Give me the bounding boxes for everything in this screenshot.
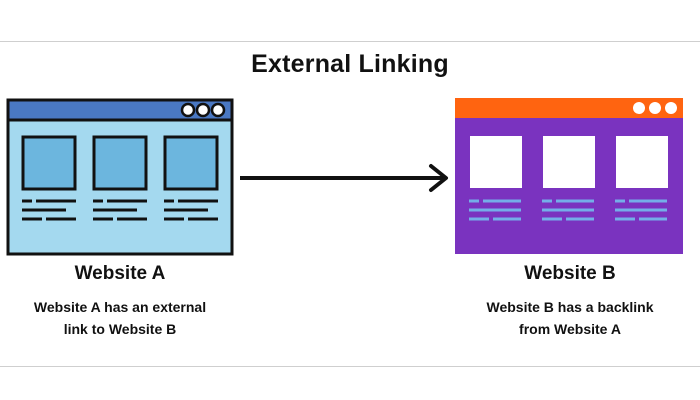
content-panel bbox=[543, 136, 595, 188]
arrow-right-icon bbox=[240, 164, 448, 192]
website-a-description-line: Website A has an external bbox=[33, 299, 207, 315]
website-a-window-controls bbox=[180, 102, 226, 118]
website-a-description: Website A has an external link to Websit… bbox=[10, 296, 230, 340]
window-dot-icon bbox=[649, 102, 661, 114]
website-b-window-controls bbox=[633, 102, 677, 114]
content-frame bbox=[0, 41, 700, 367]
window-dot-icon bbox=[210, 102, 226, 118]
website-a-text-lines bbox=[22, 199, 218, 221]
content-panel bbox=[616, 136, 668, 188]
arrow-head bbox=[429, 164, 448, 192]
content-panel bbox=[163, 135, 219, 191]
website-a-name: Website A bbox=[74, 263, 166, 284]
website-b-header-bar bbox=[455, 98, 683, 118]
website-b-description-line: from Website A bbox=[519, 321, 621, 337]
window-dot-icon bbox=[633, 102, 645, 114]
window-dot-icon bbox=[195, 102, 211, 118]
website-b-name: Website B bbox=[524, 263, 616, 284]
content-panel bbox=[92, 135, 148, 191]
content-panel bbox=[21, 135, 77, 191]
website-a-header-bar bbox=[6, 98, 234, 122]
website-b-description-line: Website B has a backlink bbox=[486, 299, 654, 315]
website-a-description-line: link to Website B bbox=[63, 321, 177, 337]
website-a-content-panels bbox=[21, 135, 219, 191]
website-b-content-panels bbox=[470, 136, 668, 188]
window-dot-icon bbox=[180, 102, 196, 118]
content-panel bbox=[470, 136, 522, 188]
website-b-description: Website B has a backlink from Website A bbox=[455, 296, 685, 340]
website-a-browser-icon bbox=[6, 98, 234, 256]
website-b-text-lines bbox=[469, 199, 667, 221]
website-b-browser-icon bbox=[455, 98, 683, 254]
window-dot-icon bbox=[665, 102, 677, 114]
page-title: External Linking bbox=[251, 50, 449, 78]
